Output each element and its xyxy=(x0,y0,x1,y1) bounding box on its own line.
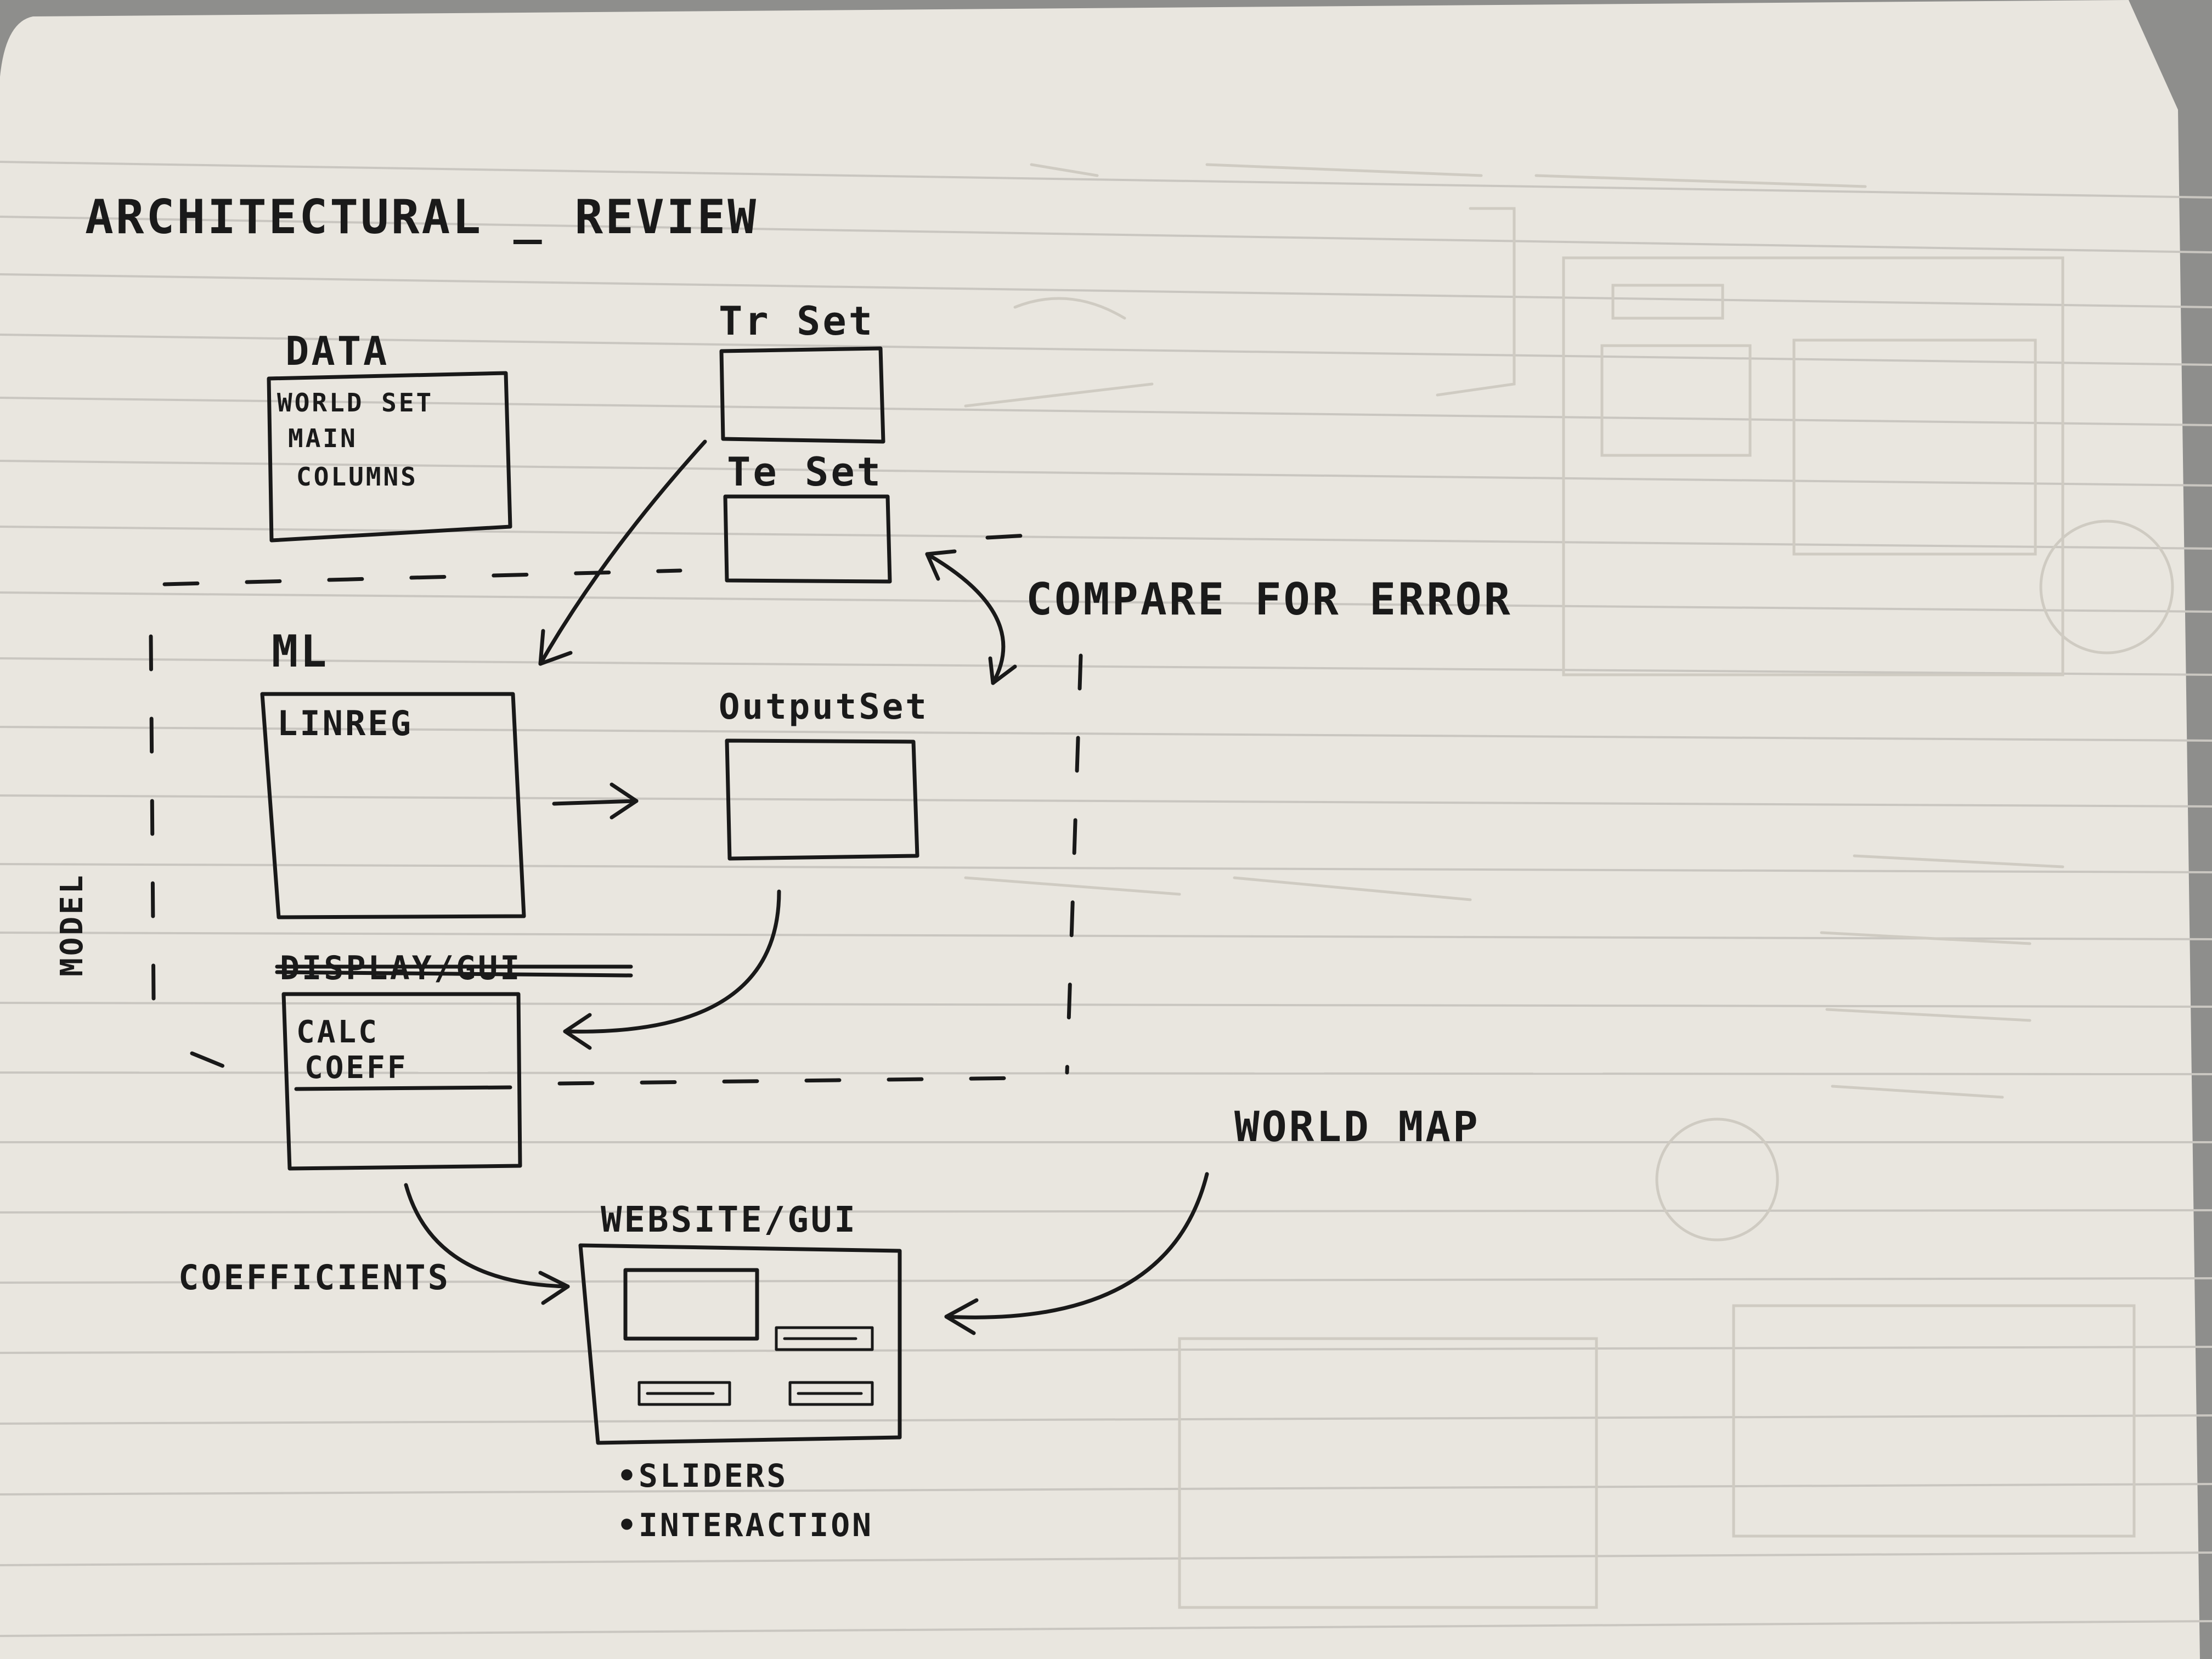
outputset-label: OutputSet xyxy=(719,687,929,727)
linreg-box xyxy=(260,692,526,919)
world-map-label: WORLD MAP xyxy=(1234,1102,1480,1151)
bleed-through-marks xyxy=(964,163,2064,1099)
trset-label: Tr Set xyxy=(719,298,874,344)
gui-slider-2 xyxy=(637,1381,731,1406)
gui-slider-1 xyxy=(775,1326,874,1351)
compare-label: COMPARE FOR ERROR xyxy=(1026,574,1513,625)
calc-line-2: COEFF xyxy=(304,1050,408,1086)
model-label: MODEL xyxy=(54,873,90,977)
teset-label: Te Set xyxy=(727,449,883,495)
linreg-label: LINREG xyxy=(277,703,413,743)
website-box xyxy=(578,1243,902,1445)
ml-label: ML xyxy=(272,626,329,677)
calc-box xyxy=(281,992,522,1171)
arrow-worldmap-to-website xyxy=(944,1172,1209,1335)
coefficients-label: COEFFICIENTS xyxy=(178,1257,450,1297)
arrow-calc-to-website xyxy=(404,1183,570,1305)
data-line-3: COLUMNS xyxy=(296,462,418,492)
calc-line-1: CALC xyxy=(296,1014,379,1050)
bullet-interaction: •INTERACTION xyxy=(617,1506,873,1544)
bullet-sliders: •SLIDERS xyxy=(617,1457,788,1494)
arrow-compare-for-error xyxy=(925,549,1017,685)
website-label: WEBSITE/GUI xyxy=(601,1200,857,1240)
struck-label: DISPLAY/GUI xyxy=(280,949,522,988)
arrow-linreg-to-output xyxy=(552,782,639,820)
model-boundary xyxy=(149,533,1083,1086)
teset-box xyxy=(723,494,892,584)
trset-box xyxy=(719,346,885,444)
outputset-box xyxy=(725,738,919,861)
page-title: ARCHITECTURAL _ REVIEW xyxy=(85,190,758,245)
calc-divider xyxy=(294,1085,512,1091)
ruled-lines xyxy=(0,161,2212,1637)
data-box xyxy=(267,371,512,543)
data-line-1: WORLD SET xyxy=(277,388,433,417)
data-line-2: MAIN xyxy=(288,424,358,453)
arrow-output-to-calc xyxy=(563,889,781,1050)
bleed-through xyxy=(1178,207,2174,1609)
arrow-trset-to-ml xyxy=(538,439,707,666)
gui-panel xyxy=(623,1268,759,1341)
data-label: DATA xyxy=(285,328,389,374)
gui-slider-3 xyxy=(788,1381,874,1406)
